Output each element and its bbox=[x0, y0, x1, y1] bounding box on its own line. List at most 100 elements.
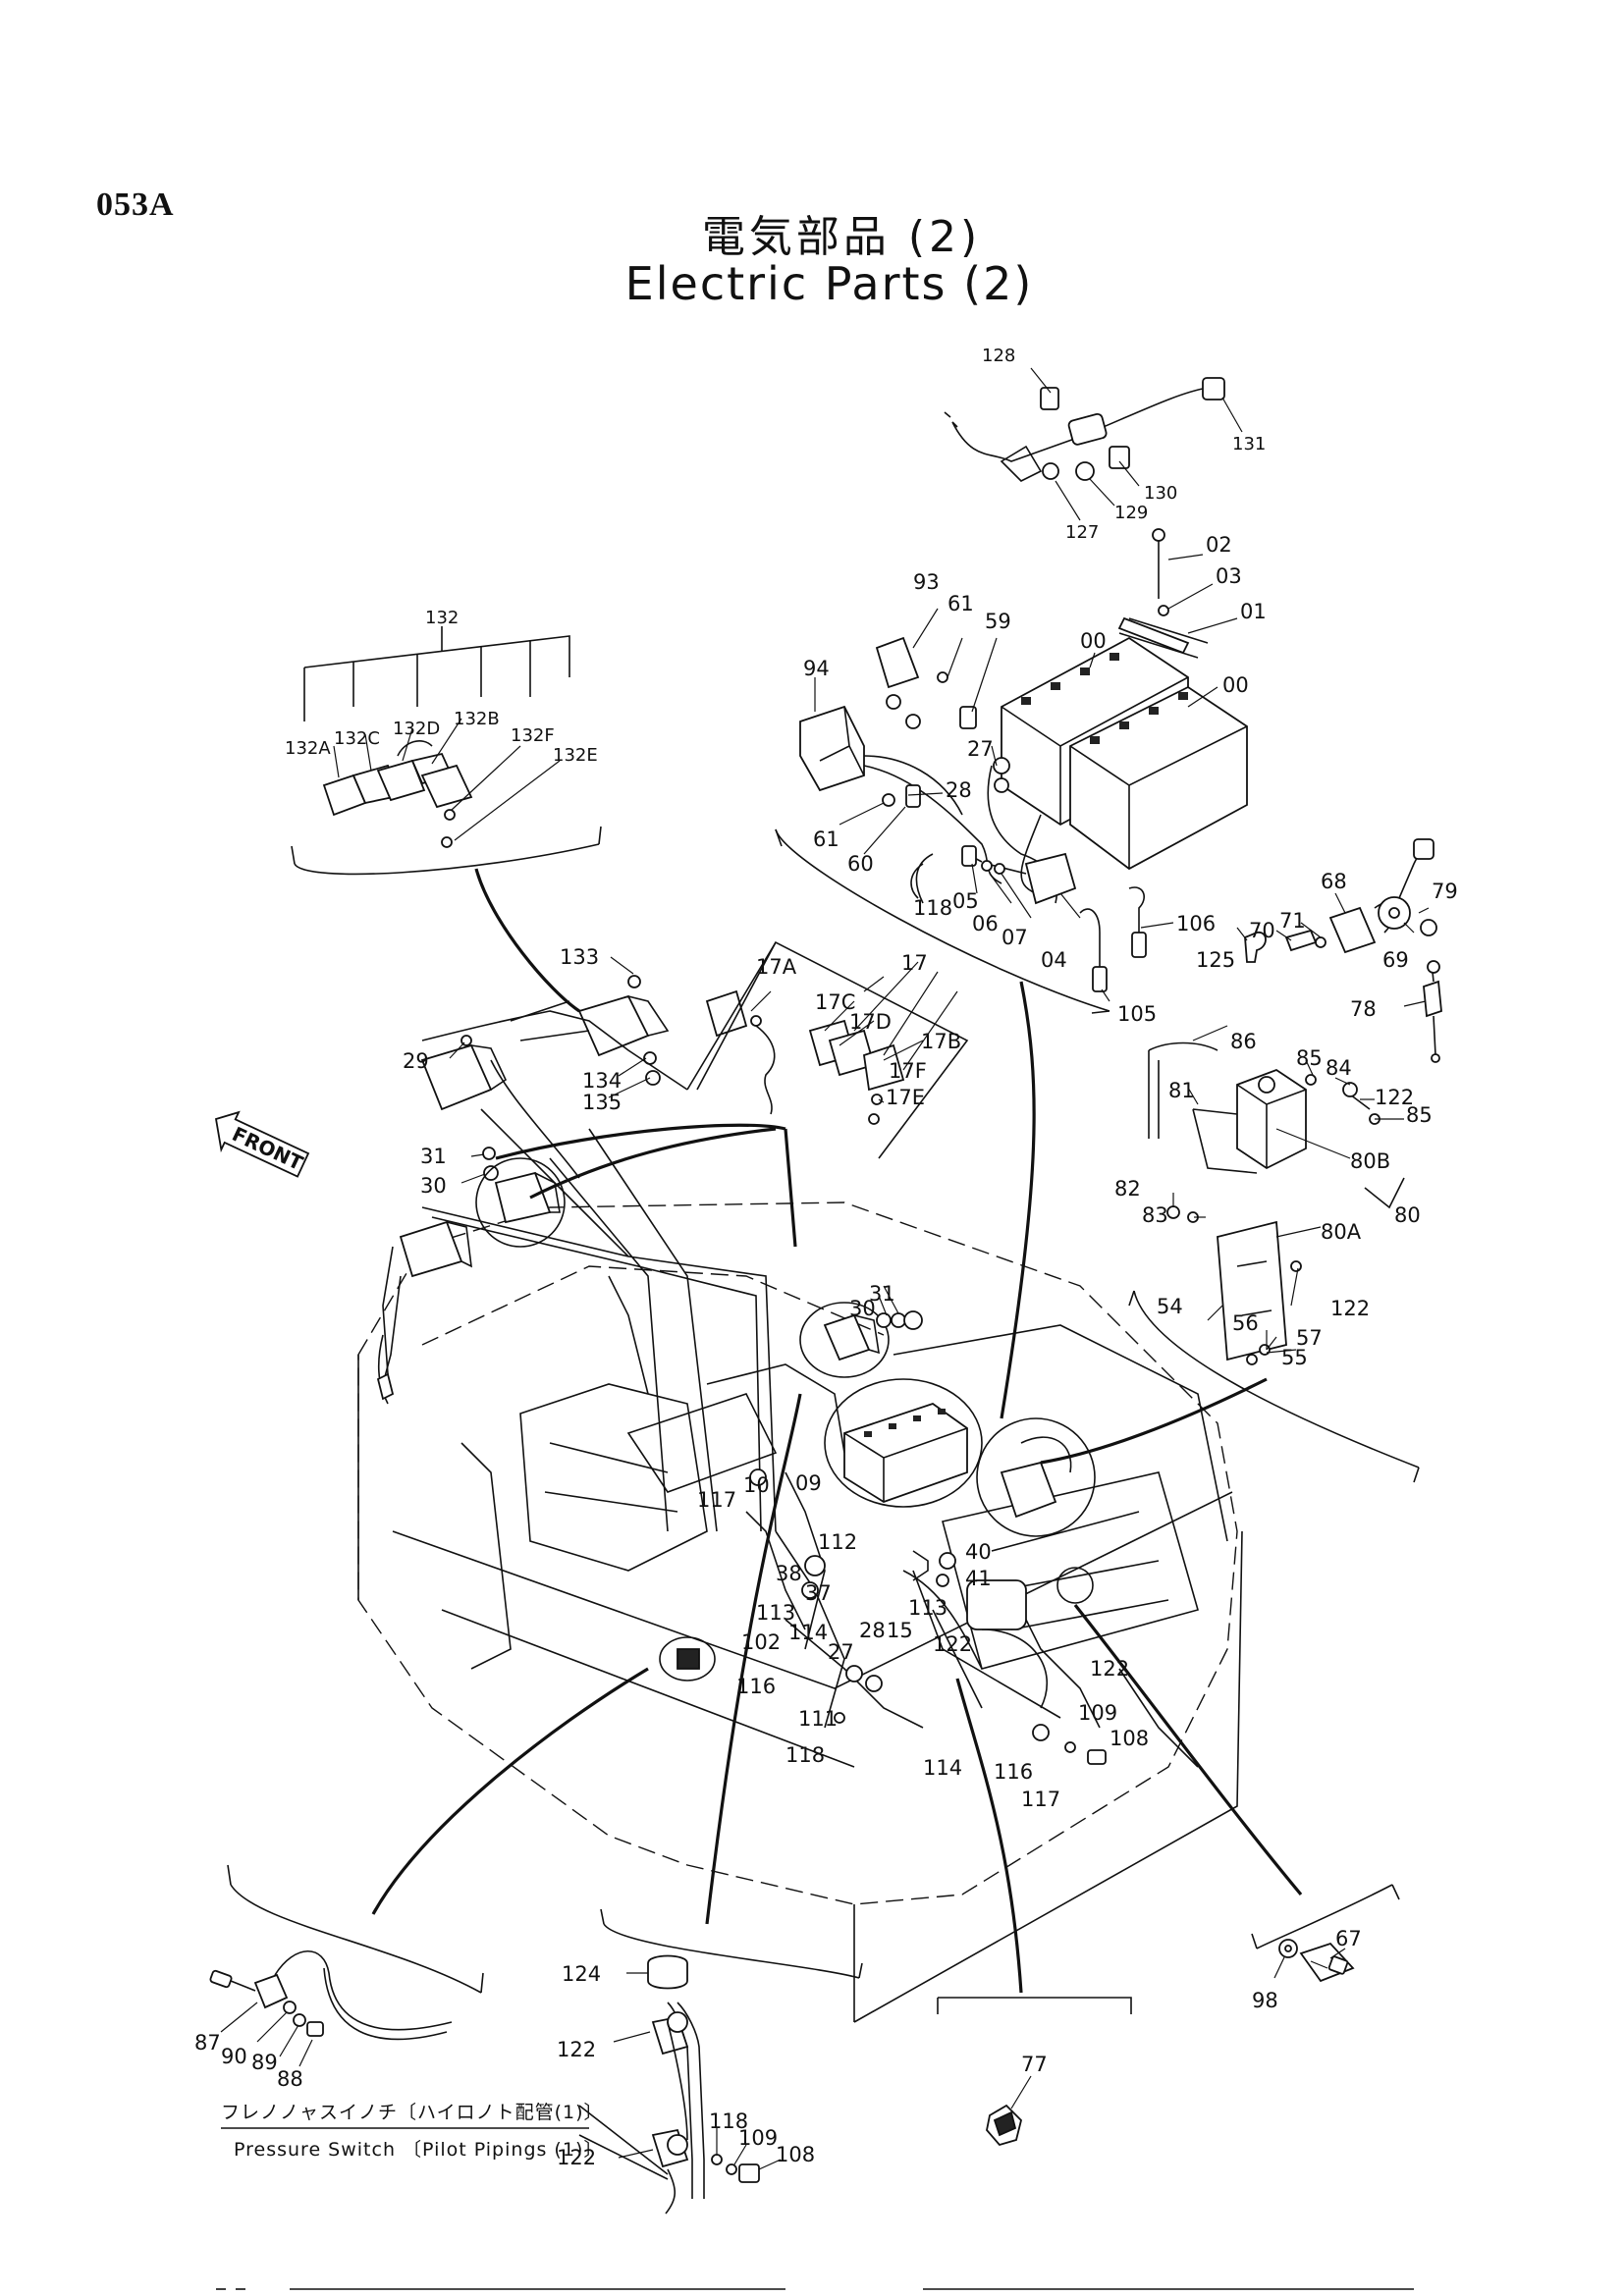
part-label: 86 bbox=[1230, 1030, 1257, 1053]
part-labels: 128 131 130 129 127 02 03 01 00 00 93 61… bbox=[194, 346, 1458, 2169]
light-leader-thick bbox=[495, 1123, 786, 1160]
part-label: 60 bbox=[847, 852, 874, 876]
part-label: 109 bbox=[738, 2126, 778, 2150]
detail-leaders bbox=[371, 981, 1303, 1994]
fuel-leader-thick bbox=[1040, 1377, 1268, 1465]
part-label: 15 bbox=[887, 1619, 913, 1642]
part-label: 17B bbox=[921, 1030, 961, 1053]
part-label: 122 bbox=[1330, 1297, 1370, 1320]
part-label: 122 bbox=[933, 1632, 972, 1656]
part-label: 80B bbox=[1350, 1149, 1390, 1173]
part-label: 131 bbox=[1232, 434, 1266, 454]
part-label: 85 bbox=[1296, 1046, 1323, 1070]
part-label: 102 bbox=[741, 1630, 781, 1654]
part-label: 38 bbox=[776, 1562, 802, 1585]
part-label: 122 bbox=[557, 2038, 596, 2061]
part-label: 59 bbox=[985, 610, 1011, 633]
part-label: 118 bbox=[785, 1743, 825, 1767]
part-label: 03 bbox=[1216, 564, 1242, 588]
part-label: 130 bbox=[1144, 483, 1177, 504]
part-label: 00 bbox=[1222, 673, 1249, 697]
part-label: 37 bbox=[805, 1581, 832, 1605]
part-label: 105 bbox=[1117, 1002, 1157, 1026]
fuel-group bbox=[1148, 1025, 1405, 1365]
pressure-switch-group-left bbox=[209, 1864, 484, 2067]
part-label: 68 bbox=[1321, 870, 1347, 893]
pressure-switch-group-center bbox=[600, 1908, 863, 2215]
part-label: 132A bbox=[285, 738, 331, 759]
part-label: 118 bbox=[913, 896, 952, 920]
part-label: 10 bbox=[743, 1473, 770, 1497]
part-label: 113 bbox=[756, 1601, 795, 1625]
part-label: 41 bbox=[965, 1567, 992, 1590]
part-label: 122 bbox=[557, 2146, 596, 2169]
part-label: 122 bbox=[1375, 1086, 1414, 1109]
sender-group bbox=[1236, 838, 1442, 1063]
part-label: 112 bbox=[818, 1530, 857, 1554]
switch-67-group bbox=[1251, 1884, 1400, 1983]
part-label: 111 bbox=[798, 1707, 838, 1731]
part-label: 61 bbox=[813, 828, 839, 851]
fuel-group-bracket bbox=[1133, 1290, 1420, 1468]
part-label: 116 bbox=[994, 1760, 1033, 1784]
part-label: 114 bbox=[923, 1756, 962, 1780]
part-label: 27 bbox=[967, 737, 994, 761]
part-label: 28 bbox=[859, 1619, 886, 1642]
part-label: 85 bbox=[1406, 1103, 1433, 1127]
part-label: 02 bbox=[1206, 533, 1232, 557]
part-label: 56 bbox=[1232, 1311, 1259, 1335]
part-label: 113 bbox=[908, 1596, 947, 1620]
part-label: 81 bbox=[1168, 1079, 1195, 1102]
part-label: 80 bbox=[1394, 1203, 1421, 1227]
page-title-english: Electric Parts (2) bbox=[624, 257, 1034, 310]
part-label: 84 bbox=[1326, 1056, 1352, 1080]
part-label: 118 bbox=[709, 2109, 748, 2133]
part-label: 69 bbox=[1382, 948, 1409, 972]
part-label: 94 bbox=[803, 657, 830, 680]
part-label: 70 bbox=[1249, 919, 1275, 942]
pressure-switch-caption-jp: フレノノャスイノチ〔ハイロノト配管(1)〕 bbox=[221, 2102, 604, 2123]
part-label: 01 bbox=[1240, 600, 1267, 623]
part-label: 108 bbox=[776, 2143, 815, 2166]
battery-group bbox=[799, 528, 1248, 1002]
part-label: 09 bbox=[795, 1471, 822, 1495]
part-label: 114 bbox=[788, 1621, 828, 1644]
part-label: 07 bbox=[1001, 926, 1028, 949]
part-label: 117 bbox=[697, 1488, 736, 1512]
part-label: 04 bbox=[1041, 948, 1067, 972]
part-label: 132E bbox=[553, 745, 598, 766]
part-label: 61 bbox=[947, 592, 974, 615]
part-label: 129 bbox=[1114, 503, 1148, 523]
part-label: 31 bbox=[869, 1282, 895, 1306]
part-label: 28 bbox=[946, 778, 972, 802]
part-label: 133 bbox=[560, 945, 599, 969]
key-switch-group bbox=[303, 626, 570, 848]
part-label: 87 bbox=[194, 2031, 221, 2055]
part-label: 109 bbox=[1078, 1701, 1117, 1725]
part-label: 132F bbox=[511, 725, 555, 746]
part-label: 27 bbox=[828, 1640, 854, 1664]
page-title-japanese: 電気部品 (2) bbox=[701, 212, 982, 262]
part-label: 17 bbox=[901, 951, 928, 975]
cab-tubing bbox=[377, 1108, 777, 1532]
part-label: 30 bbox=[849, 1297, 876, 1320]
work-lights bbox=[376, 940, 969, 1401]
part-label: 77 bbox=[1021, 2053, 1048, 2076]
part-label: 00 bbox=[1080, 629, 1107, 653]
part-label: 88 bbox=[277, 2067, 303, 2091]
part-label: 05 bbox=[952, 889, 979, 913]
part-label: 89 bbox=[251, 2051, 278, 2074]
part-label: 78 bbox=[1350, 997, 1377, 1021]
part-label: 06 bbox=[972, 912, 999, 935]
front-arrow-label: FRONT bbox=[229, 1122, 307, 1175]
part-label: 71 bbox=[1279, 909, 1306, 933]
part-label: 57 bbox=[1296, 1326, 1323, 1350]
part-label: 122 bbox=[1090, 1657, 1129, 1681]
part-label: 117 bbox=[1021, 1788, 1060, 1811]
part-label: 106 bbox=[1176, 912, 1216, 935]
part-label: 80A bbox=[1321, 1220, 1362, 1244]
key-switch-bracket bbox=[294, 843, 600, 876]
part-label: 132D bbox=[393, 719, 440, 739]
sensor-77-group bbox=[937, 1997, 1132, 2147]
part-label: 17E bbox=[886, 1086, 925, 1109]
